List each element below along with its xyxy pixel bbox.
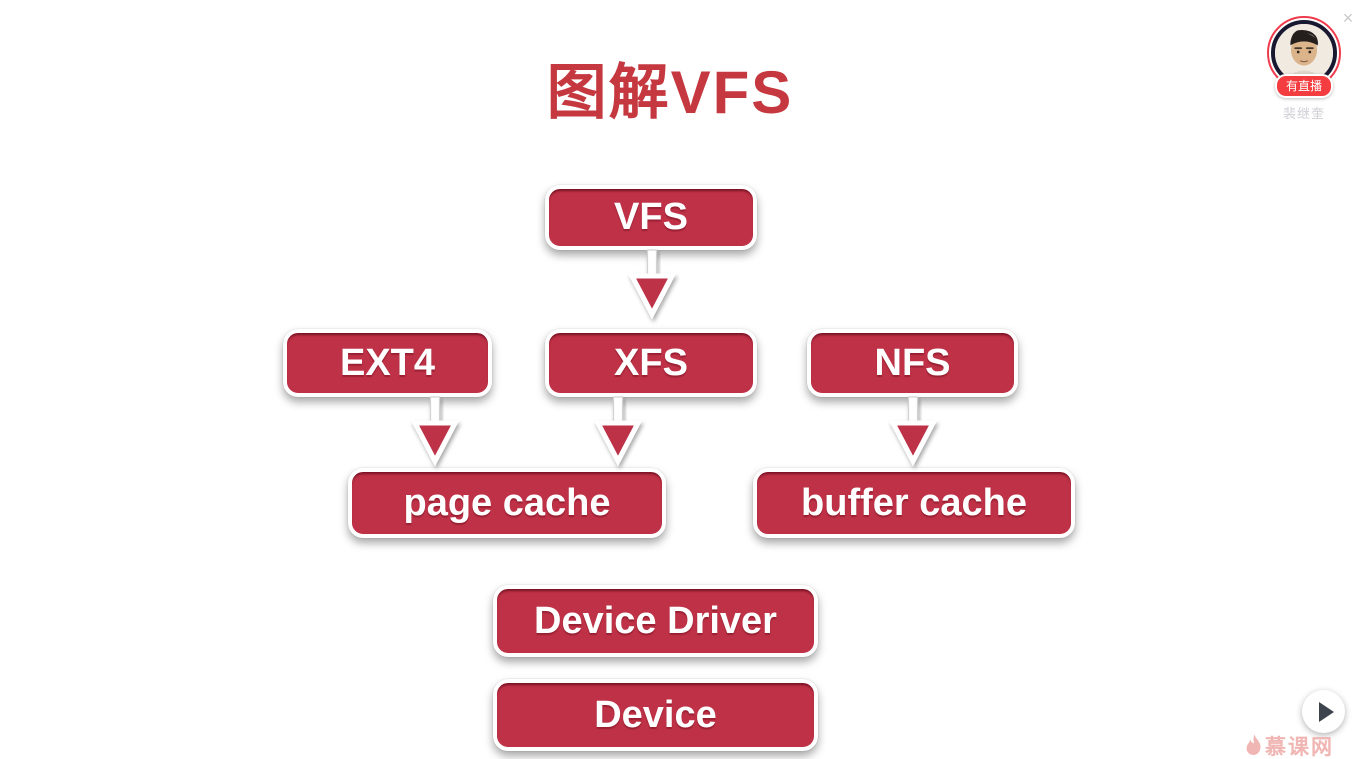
arrow-ext4-to-page-cache	[410, 396, 460, 467]
play-button[interactable]	[1302, 690, 1345, 733]
node-ext4: EXT4	[283, 329, 492, 397]
presenter-avatar[interactable]	[1267, 16, 1341, 90]
slide-title: 图解VFS	[546, 59, 794, 126]
presenter-name: 裴继奎	[1282, 106, 1325, 121]
avatar-photo	[1271, 20, 1337, 86]
node-xfs: XFS	[545, 329, 757, 397]
arrow-vfs-to-xfs	[627, 249, 677, 320]
arrow-xfs-to-page-cache	[593, 396, 643, 467]
play-icon	[1318, 701, 1334, 722]
node-device-driver: Device Driver	[493, 585, 818, 657]
close-icon[interactable]: ×	[1342, 8, 1354, 28]
arrow-nfs-to-buffer-cache	[888, 396, 938, 467]
imooc-logo: 慕课网	[1245, 731, 1334, 759]
presenter-widget: 有直播 裴继奎	[1262, 12, 1346, 122]
node-page-cache: page cache	[348, 468, 666, 538]
node-vfs: VFS	[545, 185, 757, 250]
brand-name: 慕课网	[1265, 736, 1334, 759]
node-device: Device	[493, 679, 818, 751]
node-nfs: NFS	[807, 329, 1018, 397]
flame-icon	[1246, 734, 1261, 756]
live-badge[interactable]: 有直播	[1274, 74, 1333, 98]
node-buffer-cache: buffer cache	[753, 468, 1075, 538]
